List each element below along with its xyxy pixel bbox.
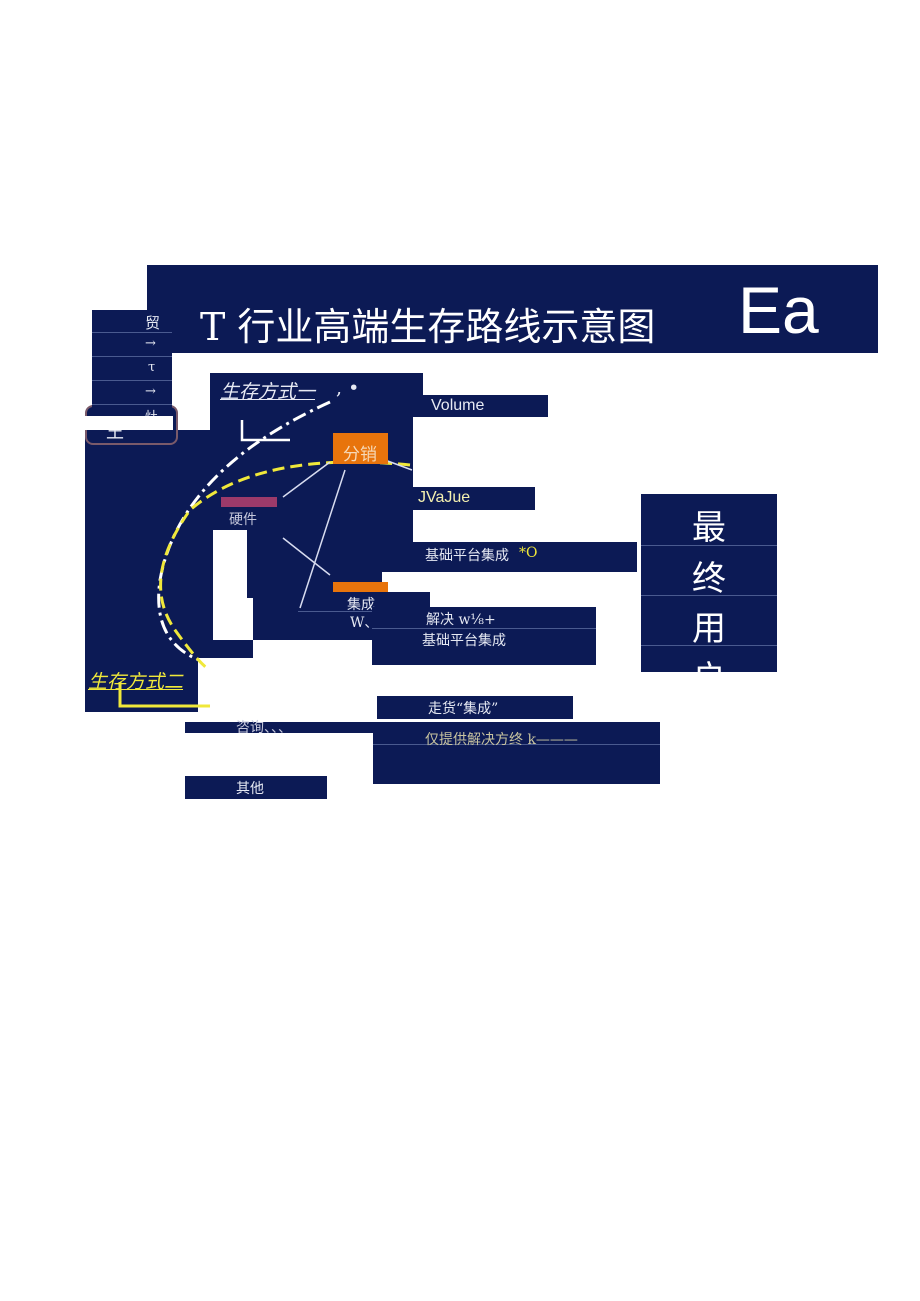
diagram-top — [210, 373, 423, 433]
mode1-tail: , • — [336, 377, 360, 399]
strip-item: 贸 — [145, 314, 161, 332]
platform1-label: 基础平台集成 — [425, 548, 509, 564]
end-user-char: 户 — [692, 651, 726, 672]
platform2-label: 基础平台集成 — [422, 633, 506, 649]
distribution-node — [333, 433, 388, 464]
other-label: 其他 — [236, 781, 264, 797]
solution-label: 仅提供解决方终 k——— — [425, 732, 578, 748]
volume-label: Volume — [431, 397, 485, 414]
integration-node — [333, 582, 388, 592]
volume-box — [413, 395, 548, 417]
solution-box — [373, 733, 660, 784]
solve-label: 解决 w⅛+ — [426, 612, 496, 628]
integration-sub: W、 — [350, 615, 379, 631]
end-user-char: 用 — [692, 609, 726, 649]
distribution-label: 分销 — [343, 445, 377, 465]
integration-label: 集成 — [347, 597, 375, 613]
end-user-box — [641, 494, 777, 672]
strip-item: → — [145, 384, 156, 399]
end-user-char: 终 — [692, 559, 726, 599]
mode2-label: 生存方式二 — [88, 671, 184, 693]
consult-bar — [185, 722, 660, 733]
other-box — [185, 776, 327, 799]
left-strip — [92, 310, 172, 416]
solve-box — [372, 607, 596, 665]
mode1-curve — [157, 400, 331, 667]
mode2-curve — [159, 460, 411, 672]
mode2-bracket — [118, 682, 210, 708]
mode1-label: 生存方式一 — [220, 381, 316, 403]
hardware-label: 硬件 — [229, 512, 257, 528]
strip-item: 灶 — [145, 406, 158, 416]
platform1-tail: *O — [519, 545, 538, 561]
strip-item: → — [145, 336, 156, 351]
value-label: JVaJue — [418, 489, 471, 506]
strip-item: τ — [148, 360, 156, 375]
flow-arrows — [282, 459, 413, 609]
hardware-node — [221, 497, 277, 507]
mode1-arrow — [240, 420, 290, 442]
goods-label: 走货“集成” — [428, 701, 499, 717]
page-title: T 行业高端生存路线示意图 — [200, 305, 656, 349]
goods-box — [377, 696, 573, 719]
title-suffix: Ea — [738, 273, 819, 347]
value-box — [413, 487, 535, 510]
consult-label: 咨询、、、 — [236, 720, 292, 733]
platform1-box — [413, 542, 637, 572]
title-banner — [147, 265, 878, 353]
end-user-char: 最 — [692, 508, 726, 548]
